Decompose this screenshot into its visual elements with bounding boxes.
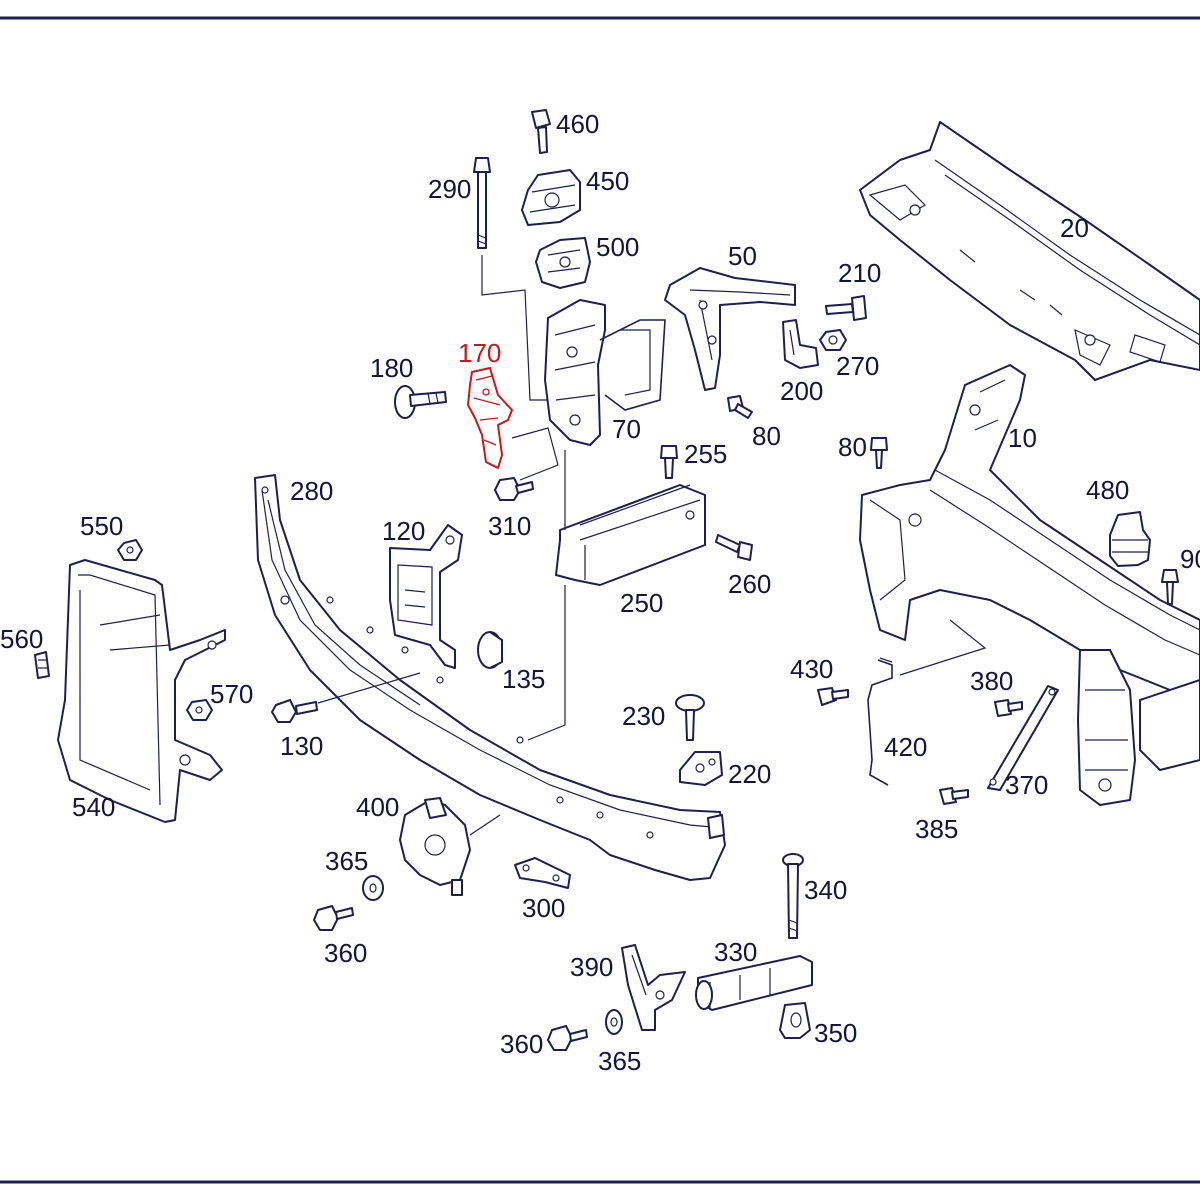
part-230-bolt[interactable] [675, 694, 705, 741]
part-350-sleeve[interactable] [779, 1002, 811, 1039]
label-290[interactable]: 290 [428, 174, 471, 204]
part-135-bushing[interactable] [477, 631, 503, 669]
label-450[interactable]: 450 [586, 166, 629, 196]
part-360-bolt-b[interactable] [547, 1025, 588, 1051]
part-270-nut[interactable] [819, 329, 847, 351]
label-360-b[interactable]: 360 [500, 1029, 543, 1059]
label-500[interactable]: 500 [596, 232, 639, 262]
part-200-bracket[interactable] [782, 319, 819, 369]
label-400[interactable]: 400 [356, 792, 399, 822]
part-370-strut[interactable] [987, 685, 1059, 791]
label-310[interactable]: 310 [488, 511, 531, 541]
part-380-bolt[interactable] [994, 699, 1023, 717]
label-255[interactable]: 255 [684, 439, 727, 469]
label-80-b[interactable]: 80 [838, 432, 867, 462]
part-80-bolt-right[interactable] [870, 437, 888, 469]
label-350[interactable]: 350 [814, 1018, 857, 1048]
part-460-bolt[interactable] [531, 109, 551, 154]
label-20[interactable]: 20 [1060, 213, 1089, 243]
label-540[interactable]: 540 [72, 792, 115, 822]
part-400-plate[interactable] [399, 797, 471, 896]
part-450-latch[interactable] [521, 169, 581, 226]
label-340[interactable]: 340 [804, 875, 847, 905]
label-380[interactable]: 380 [970, 666, 1013, 696]
label-180[interactable]: 180 [370, 353, 413, 383]
part-180-bolt[interactable] [394, 385, 447, 419]
part-70-lock-carrier[interactable] [544, 299, 666, 446]
label-220[interactable]: 220 [728, 759, 771, 789]
part-90-bolt[interactable] [1161, 569, 1179, 605]
label-50[interactable]: 50 [728, 241, 757, 271]
label-210[interactable]: 210 [838, 258, 881, 288]
part-550-nut[interactable] [117, 539, 143, 561]
part-250-bracket[interactable] [555, 484, 706, 586]
part-20-upper-crossmember[interactable] [859, 121, 1200, 381]
part-260-bolt[interactable] [715, 534, 753, 561]
label-385[interactable]: 385 [915, 814, 958, 844]
part-290-long-bolt[interactable] [473, 157, 491, 249]
label-90[interactable]: 90 [1180, 544, 1200, 574]
part-385-bolt[interactable] [939, 787, 969, 805]
label-560[interactable]: 560 [0, 624, 43, 654]
part-80-bolt-left[interactable] [727, 395, 753, 419]
part-210-bolt[interactable] [825, 295, 867, 321]
label-70[interactable]: 70 [612, 414, 641, 444]
part-300-bracket[interactable] [514, 857, 571, 889]
label-200[interactable]: 200 [780, 376, 823, 406]
part-220-bracket[interactable] [679, 751, 723, 786]
label-420[interactable]: 420 [884, 732, 927, 762]
label-130[interactable]: 130 [280, 731, 323, 761]
part-330-crash-box[interactable] [695, 955, 813, 1011]
part-430-bolt[interactable] [817, 687, 849, 706]
part-120-plate-bracket[interactable] [389, 524, 463, 669]
callout-labels: 20 10 50 70 80 80 90 120 130 135 170 180… [0, 109, 1200, 1076]
part-10-axle-carrier[interactable] [859, 364, 1200, 806]
part-365-washer-a[interactable] [362, 875, 384, 901]
part-50-bracket[interactable] [664, 267, 796, 391]
part-170-highlighted-bracket[interactable] [467, 367, 513, 469]
label-230[interactable]: 230 [622, 701, 665, 731]
label-365-b[interactable]: 365 [598, 1046, 641, 1076]
part-540-radiator-support[interactable] [57, 559, 226, 823]
part-280-bumper-beam[interactable] [254, 474, 726, 881]
label-300[interactable]: 300 [522, 893, 565, 923]
part-420-rod[interactable] [867, 657, 893, 786]
label-260[interactable]: 260 [728, 569, 771, 599]
part-360-bolt-a[interactable] [313, 905, 354, 931]
label-390[interactable]: 390 [570, 952, 613, 982]
part-365-washer-b[interactable] [605, 1009, 623, 1035]
label-370[interactable]: 370 [1005, 770, 1048, 800]
part-130-bolt[interactable] [271, 699, 318, 723]
part-560-nut[interactable] [34, 651, 50, 679]
part-390-bracket[interactable] [621, 944, 686, 1031]
part-480-rubber-mount[interactable] [1109, 511, 1151, 567]
label-570[interactable]: 570 [210, 679, 253, 709]
label-480[interactable]: 480 [1086, 475, 1129, 505]
part-310-bolt[interactable] [494, 477, 534, 501]
label-330[interactable]: 330 [714, 937, 757, 967]
label-460[interactable]: 460 [556, 109, 599, 139]
label-360-a[interactable]: 360 [324, 938, 367, 968]
part-500-latch-bracket[interactable] [535, 237, 591, 289]
label-270[interactable]: 270 [836, 351, 879, 381]
label-10[interactable]: 10 [1008, 423, 1037, 453]
label-365-a[interactable]: 365 [325, 846, 368, 876]
label-80-a[interactable]: 80 [752, 421, 781, 451]
label-135[interactable]: 135 [502, 664, 545, 694]
label-550[interactable]: 550 [80, 511, 123, 541]
part-255-bolt[interactable] [660, 445, 678, 479]
label-250[interactable]: 250 [620, 588, 663, 618]
label-430[interactable]: 430 [790, 654, 833, 684]
label-170-highlighted[interactable]: 170 [458, 338, 501, 368]
label-280[interactable]: 280 [290, 476, 333, 506]
part-340-long-bolt[interactable] [782, 853, 804, 939]
label-120[interactable]: 120 [382, 516, 425, 546]
part-570-nut[interactable] [186, 699, 213, 721]
